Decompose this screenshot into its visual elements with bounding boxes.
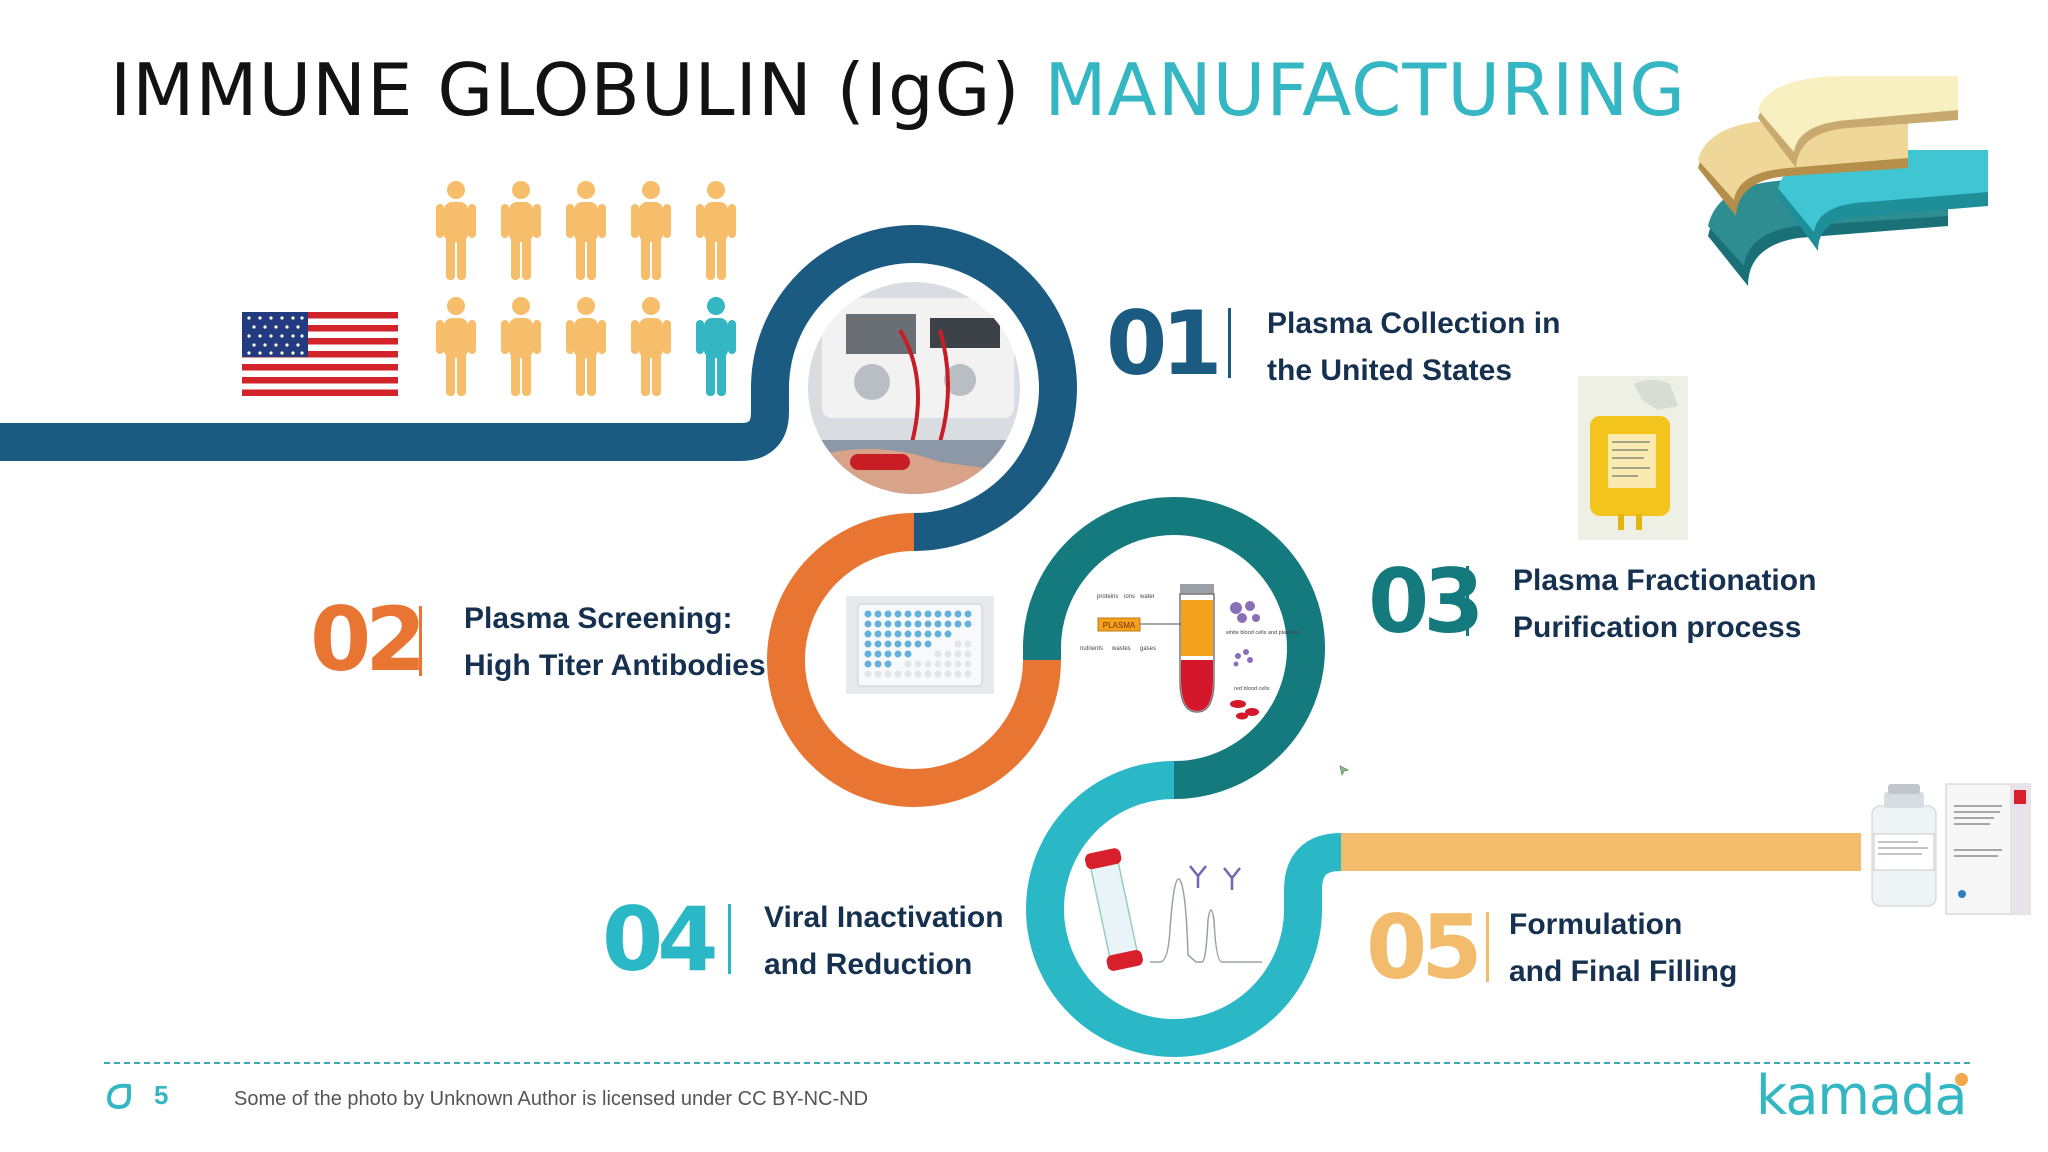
step-03-label: Plasma Fractionation Purification proces… — [1513, 557, 1816, 651]
chromatography-illustration — [1084, 848, 1262, 971]
road-segment-05 — [1341, 833, 1861, 871]
step-01-divider — [1228, 308, 1231, 378]
step-03-divider — [1466, 566, 1469, 636]
cursor-icon — [1339, 765, 1350, 777]
step-02-number: 02 — [310, 588, 426, 691]
us-flag-icon — [242, 312, 398, 396]
road-segment-03 — [1023, 497, 1326, 799]
step-05-number: 05 — [1366, 896, 1482, 999]
step-02-label: Plasma Screening: High Titer Antibodies — [464, 595, 766, 689]
step-01-label: Plasma Collection in the United States — [1267, 300, 1560, 394]
step-02-line-2: High Titer Antibodies — [464, 649, 766, 682]
road-segment-04 — [1026, 761, 1343, 1058]
kamada-leaf-icon — [106, 1083, 131, 1110]
nutrients-label: nutrients — [1080, 646, 1103, 652]
step-03-number: 03 — [1368, 550, 1484, 653]
water-label: water — [1139, 594, 1155, 600]
slide-title: IMMUNE GLOBULIN (IgG) MANUFACTURING — [110, 48, 1686, 132]
page-number: 5 — [154, 1080, 169, 1110]
step-04-line-2: and Reduction — [764, 948, 973, 981]
donor-people-icons — [436, 181, 736, 396]
wastes-label: wastes — [1111, 646, 1131, 652]
step-04-divider — [728, 904, 731, 974]
footer-divider — [104, 1062, 1970, 1064]
logo-dot-icon — [1955, 1073, 1968, 1086]
step-01-number: 01 — [1106, 292, 1222, 395]
step-05-divider — [1486, 912, 1489, 982]
plasma-label: PLASMA — [1103, 621, 1136, 630]
step-02-divider — [419, 606, 422, 676]
step-05-label: Formulation and Final Filling — [1509, 901, 1737, 995]
white-cells-label: white blood cells and platelets — [1225, 630, 1299, 636]
plasma-bag-photo — [1578, 376, 1688, 540]
stacked-layers-graphic — [1698, 76, 1988, 286]
image-credit-note: Some of the photo by Unknown Author is l… — [234, 1088, 869, 1110]
title-part-2: MANUFACTURING — [1044, 48, 1687, 132]
road-segment-02 — [767, 513, 1061, 808]
step-03-line-2: Purification process — [1513, 611, 1802, 644]
blood-tube-diagram: PLASMA proteins ions water nutrients was… — [1080, 584, 1299, 720]
kamada-logo: kamada — [1756, 1064, 1967, 1127]
product-vial-box-photo — [1862, 770, 2034, 926]
step-04-number: 04 — [602, 888, 718, 991]
red-cells-label: red blood cells — [1234, 686, 1270, 692]
step-04-line-1: Viral Inactivation — [764, 901, 1004, 934]
step-01-line-2: the United States — [1267, 354, 1513, 387]
gases-label: gases — [1140, 646, 1156, 652]
step-03-line-1: Plasma Fractionation — [1513, 564, 1817, 597]
title-part-1: IMMUNE GLOBULIN (IgG) — [110, 48, 1021, 132]
proteins-label: proteins — [1097, 594, 1118, 600]
plasma-collection-photo — [808, 282, 1020, 494]
step-04-label: Viral Inactivation and Reduction — [764, 894, 1004, 988]
plasma-screening-photo — [846, 596, 994, 694]
step-05-line-1: Formulation — [1509, 908, 1683, 941]
step-02-line-1: Plasma Screening: — [464, 602, 733, 635]
step-05-line-2: and Final Filling — [1509, 955, 1738, 988]
road-segment-01 — [0, 225, 1078, 551]
ions-label: ions — [1124, 594, 1135, 600]
step-01-line-1: Plasma Collection in — [1267, 307, 1561, 340]
